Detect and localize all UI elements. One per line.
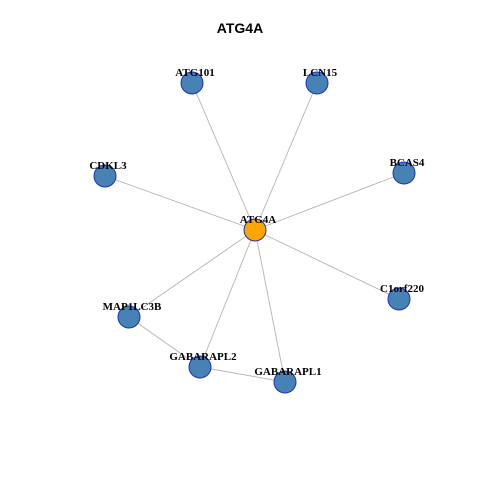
node-label: C1orf220 bbox=[380, 283, 424, 295]
node-circle bbox=[180, 71, 204, 95]
node-circle bbox=[273, 370, 297, 394]
edge-atg4a-cdkl3 bbox=[104, 175, 256, 231]
edge-atg4a-bcas4 bbox=[254, 172, 405, 231]
edge-atg4a-lcn15 bbox=[254, 82, 318, 231]
edge-layer bbox=[104, 82, 405, 383]
node-gabarapl1: GABARAPL1 bbox=[254, 366, 322, 394]
edge-gabarapl2-gabarapl1 bbox=[199, 366, 286, 383]
node-circle bbox=[188, 355, 212, 379]
edge-atg4a-atg101 bbox=[191, 82, 256, 231]
node-label: ATG101 bbox=[175, 67, 215, 79]
node-c1orf220: C1orf220 bbox=[380, 283, 424, 311]
edge-atg4a-gabarapl1 bbox=[254, 229, 286, 383]
node-bcas4: BCAS4 bbox=[390, 157, 425, 185]
node-circle bbox=[117, 305, 141, 329]
edge-atg4a-map1lc3b bbox=[128, 229, 256, 318]
node-label: GABARAPL2 bbox=[169, 351, 237, 363]
node-label: CDKL3 bbox=[89, 160, 127, 172]
node-circle bbox=[392, 161, 416, 185]
node-cdkl3: CDKL3 bbox=[89, 160, 127, 188]
diagram-title: ATG4A bbox=[216, 20, 264, 36]
node-label: ATG4A bbox=[240, 214, 277, 226]
node-label: LCN15 bbox=[303, 67, 338, 79]
node-circle bbox=[93, 164, 117, 188]
node-atg4a: ATG4A bbox=[240, 214, 277, 242]
edge-map1lc3b-gabarapl2 bbox=[128, 316, 201, 368]
node-label: BCAS4 bbox=[390, 157, 425, 169]
node-circle bbox=[387, 287, 411, 311]
node-label: MAP1LC3B bbox=[103, 301, 162, 313]
node-circle bbox=[305, 71, 329, 95]
node-atg101: ATG101 bbox=[175, 67, 215, 95]
node-label: GABARAPL1 bbox=[254, 366, 321, 378]
node-gabarapl2: GABARAPL2 bbox=[169, 351, 237, 379]
edge-atg4a-gabarapl2 bbox=[199, 229, 256, 368]
node-circle bbox=[243, 218, 267, 242]
node-map1lc3b: MAP1LC3B bbox=[103, 301, 162, 329]
node-lcn15: LCN15 bbox=[303, 67, 338, 95]
edge-atg4a-c1orf220 bbox=[254, 229, 400, 300]
